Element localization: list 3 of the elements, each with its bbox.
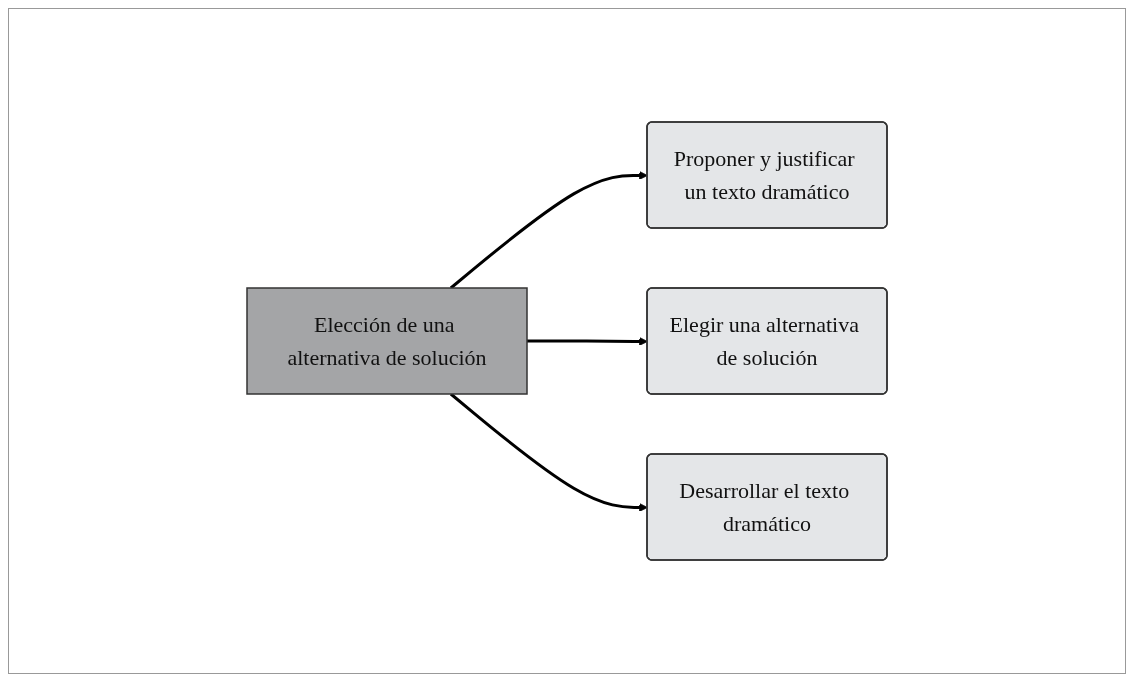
node-box: Elección de una alternativa de solución bbox=[246, 287, 528, 395]
arrow bbox=[449, 171, 648, 290]
arrow bbox=[527, 337, 648, 346]
